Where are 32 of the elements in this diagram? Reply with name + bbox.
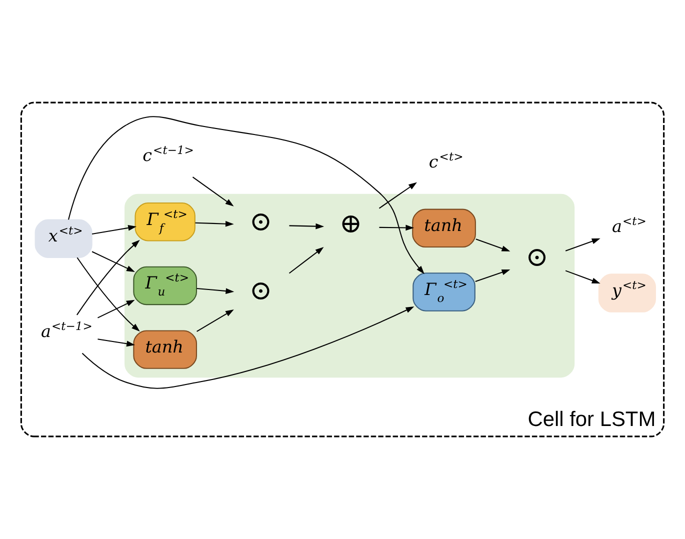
arrow	[565, 238, 600, 252]
arrow	[76, 240, 140, 316]
arrow	[98, 300, 135, 318]
arrow	[195, 220, 234, 227]
node-text: ⊙	[526, 242, 548, 274]
node-text: a$^{<t>}$	[612, 214, 646, 236]
arrow	[476, 238, 510, 252]
node-text: c$^{<t>}$	[428, 149, 464, 172]
node-text: ⊙	[249, 276, 272, 307]
arrow	[192, 176, 234, 206]
arrow	[68, 116, 424, 274]
arrow	[98, 338, 135, 347]
node-box: tanh	[412, 208, 476, 248]
node-box: y$^{<t>}$	[598, 274, 656, 312]
node-box: tanh	[133, 330, 198, 369]
arrow	[92, 225, 137, 235]
node-text: ⊙	[249, 206, 272, 238]
arrow	[92, 251, 135, 272]
arrow	[196, 288, 234, 294]
node-text: c$^{<t−1>}$	[142, 142, 194, 165]
node-box: x$^{<t>}$	[34, 219, 92, 258]
node-text: a$^{<t−1>}$	[41, 318, 92, 341]
arrow	[289, 223, 324, 230]
arrow	[379, 224, 414, 231]
arrow	[288, 246, 324, 274]
arrow	[475, 270, 510, 282]
node-text: ⊕	[339, 208, 362, 240]
arrow	[82, 306, 414, 389]
arrow	[565, 270, 600, 284]
arrow	[76, 257, 140, 332]
arrow	[378, 182, 417, 209]
arrow	[196, 309, 234, 332]
